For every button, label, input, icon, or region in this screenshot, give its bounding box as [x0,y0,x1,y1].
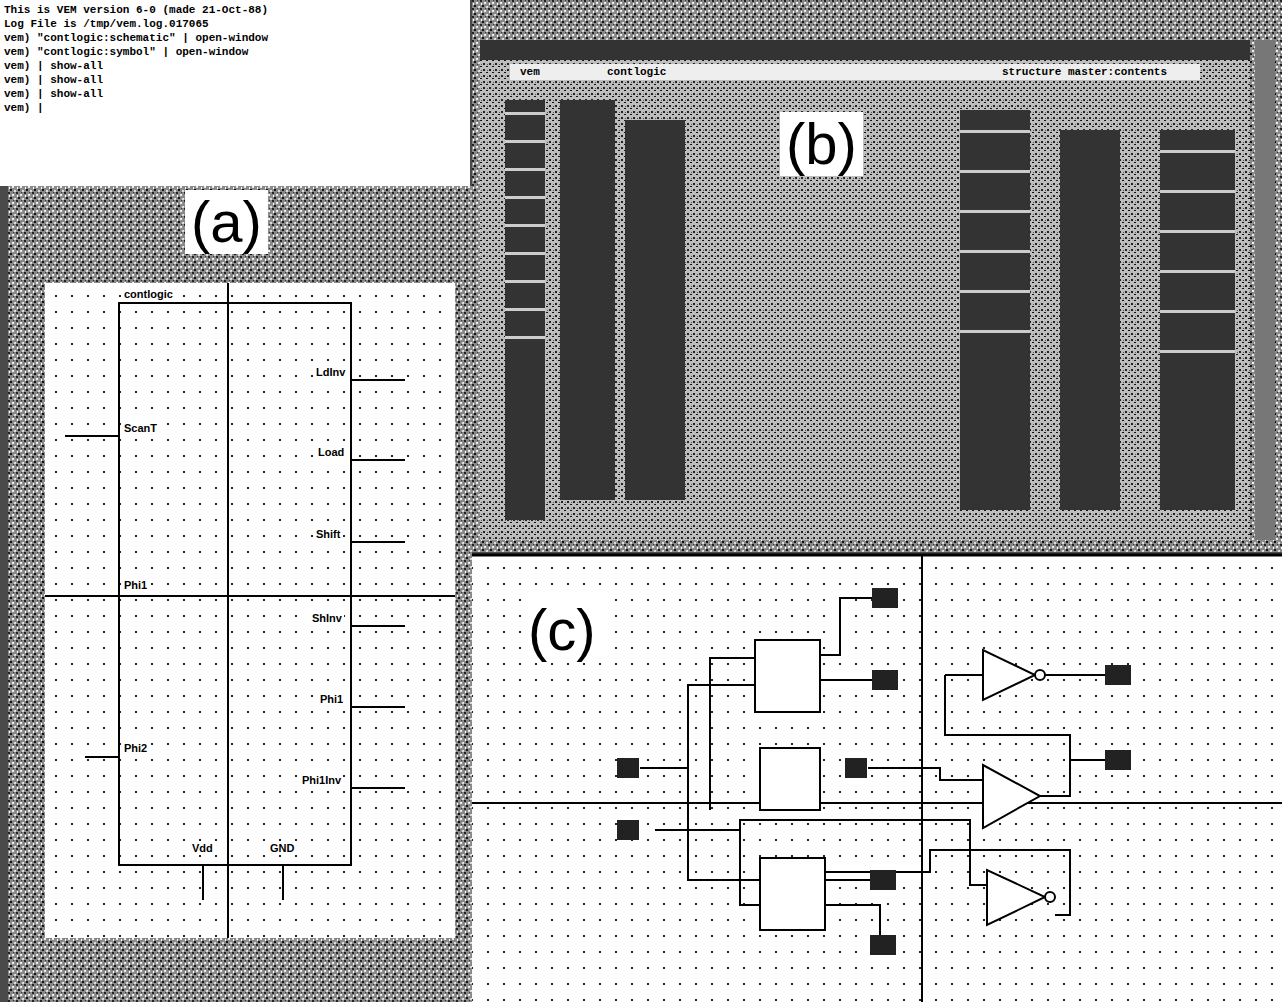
window-header: vem [518,66,542,78]
console-line: Log File is /tmp/vem.log.017065 [4,18,209,30]
pin-name: Phi1Inv [300,774,343,786]
pin-name: GND [268,842,296,854]
panel-label: (a) [185,190,268,254]
console-line: This is VEM version 6-0 (made 21-Oct-88) [4,4,268,16]
panel-label: (c) [522,598,602,662]
window-header: contlogic [605,66,668,78]
pin-name: Phi2 [122,742,149,754]
panel-label: (b) [780,112,863,176]
console-line: vem) "contlogic:schematic" | open-window [4,32,268,44]
pin-name: ScanT [122,422,159,434]
console-line: vem) "contlogic:symbol" | open-window [4,46,248,58]
pin-name: Load [316,446,346,458]
pin-name: Phi1 [122,579,149,591]
window-header: structure master:contents [1000,66,1169,78]
console-line: vem) | show-all [4,60,103,72]
console-line: vem) | [4,102,44,114]
pin-name: LdInv [314,366,347,378]
console-line: vem) | show-all [4,88,103,100]
pin-name: ShInv [310,612,344,624]
symbol-title: contlogic [122,288,175,300]
pin-name: Phi1 [318,693,345,705]
symbol-box: contlogic [118,302,352,866]
console-line: vem) | show-all [4,74,103,86]
pin-name: Vdd [190,842,215,854]
pin-name: Shift [314,528,342,540]
